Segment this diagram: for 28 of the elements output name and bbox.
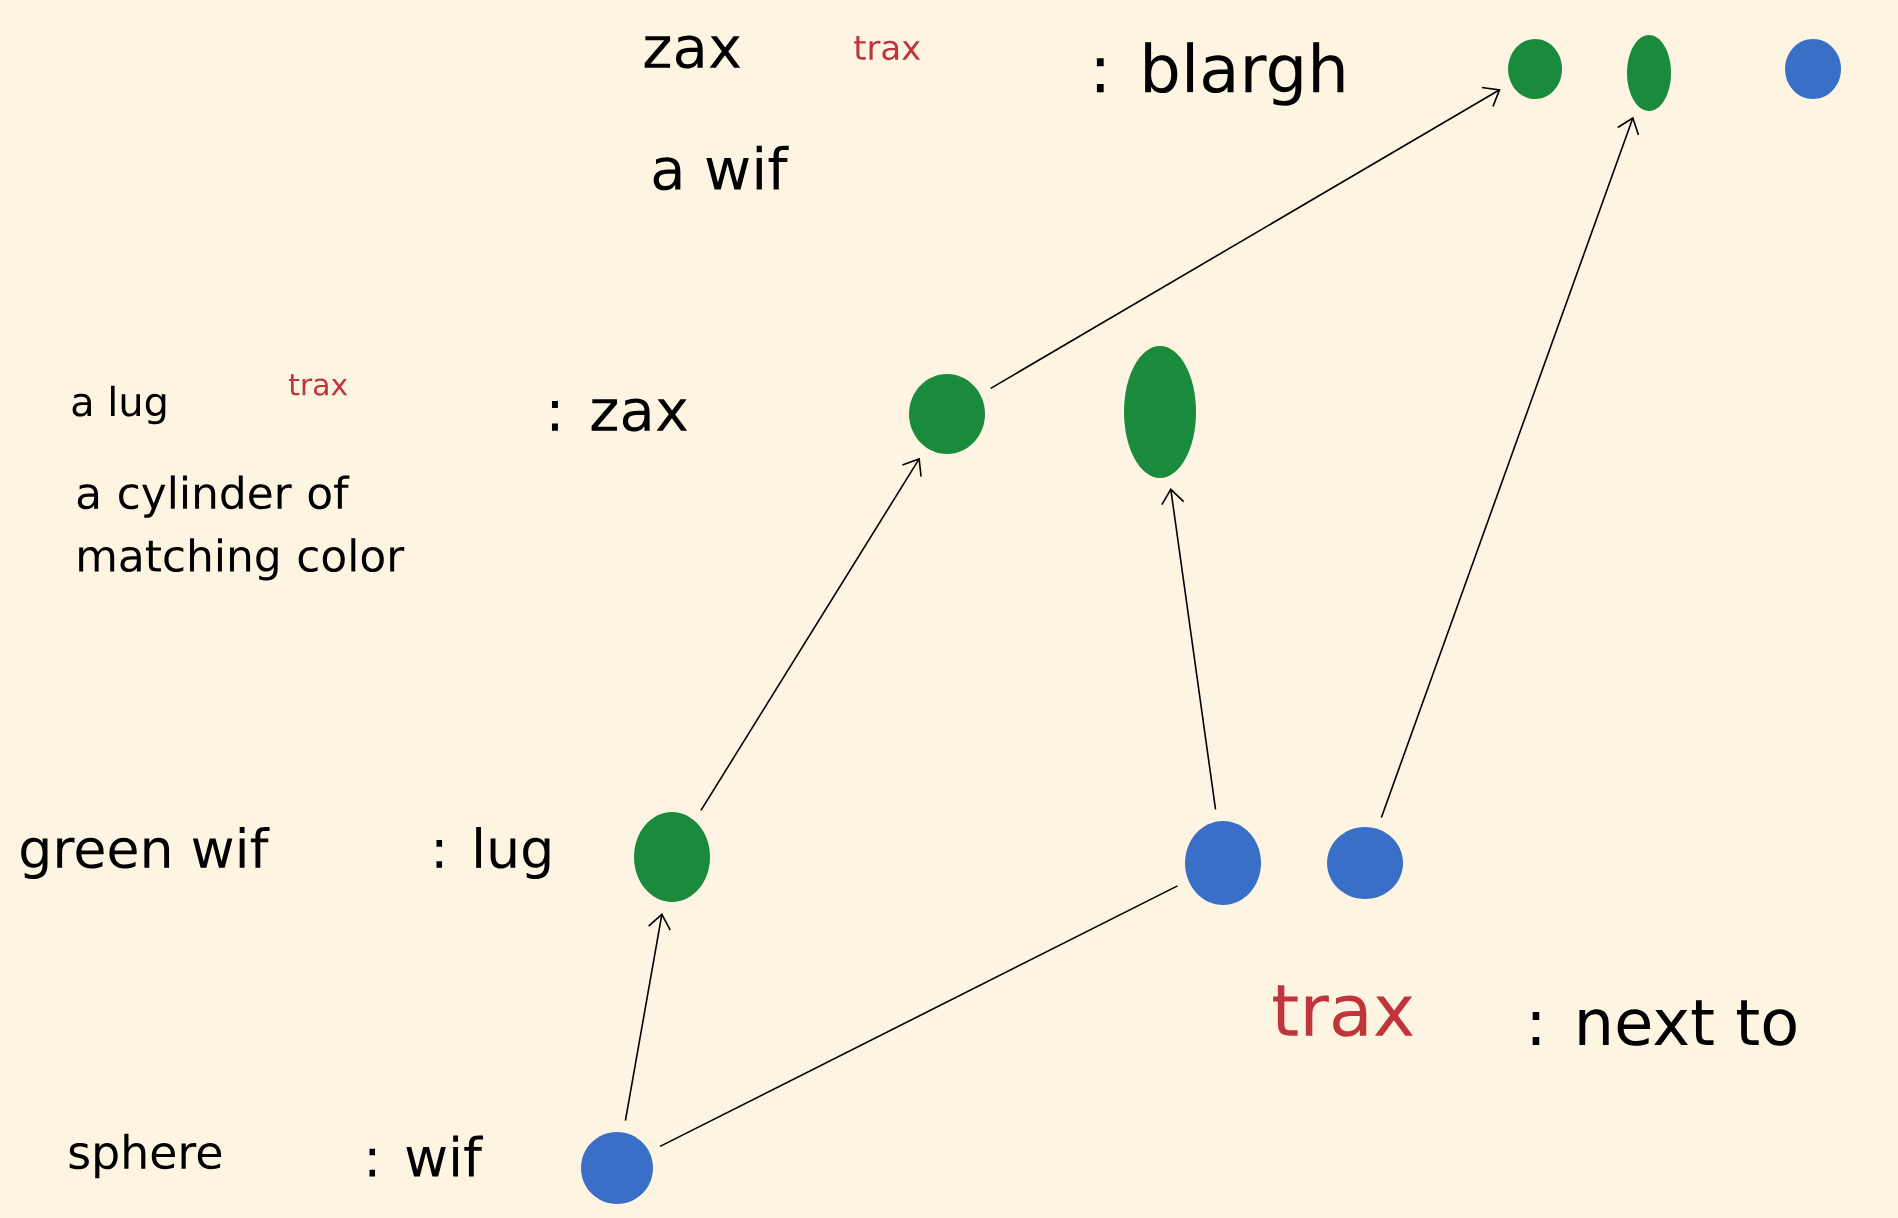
dot — [581, 1132, 653, 1204]
handwritten-text: zax — [644, 35, 741, 69]
handwritten-text: trax — [854, 35, 921, 61]
arrow — [1380, 116, 1640, 819]
handwritten-text: trax — [1273, 985, 1413, 1037]
handwritten-text: trax — [289, 374, 348, 396]
handwritten-text: : zax — [551, 398, 688, 432]
dot — [1508, 39, 1562, 99]
dot — [1327, 827, 1403, 899]
dot — [1185, 821, 1261, 905]
arrow — [1161, 488, 1217, 811]
arrow — [624, 913, 672, 1122]
handwritten-text: a lug — [72, 385, 166, 425]
dot — [1785, 39, 1841, 99]
handwritten-text: : next to — [1532, 1000, 1796, 1046]
handwritten-text: : blargh — [1096, 42, 1344, 106]
handwritten-text: : lug — [436, 827, 550, 880]
arrow — [700, 457, 922, 812]
dot — [634, 812, 710, 902]
dot — [1124, 346, 1196, 478]
dot — [909, 374, 985, 454]
handwritten-text: : wif — [369, 1135, 483, 1177]
handwritten-text: a cylinder of matching color — [77, 475, 405, 581]
arrow — [989, 86, 1501, 390]
handwritten-text: a wif — [653, 145, 789, 191]
handwritten-text: sphere — [69, 1133, 222, 1179]
handwritten-text: green wif — [21, 827, 270, 880]
dot — [1627, 35, 1671, 111]
